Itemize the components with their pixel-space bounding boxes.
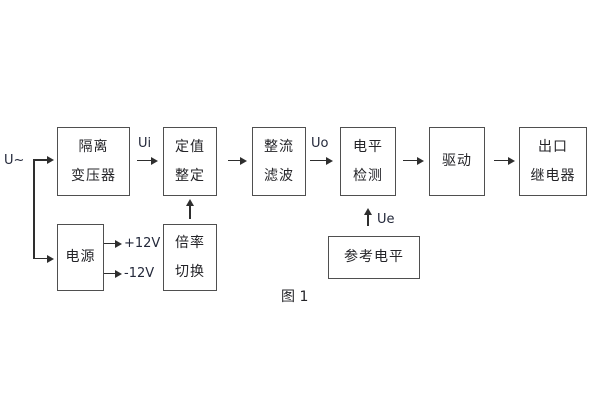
block-label-line: 变压器 <box>71 167 116 184</box>
block-label-line: 切换 <box>175 263 205 280</box>
arrowhead-neg-rail <box>115 269 122 278</box>
line-ratio-to-setting <box>189 206 191 219</box>
block-output-relay: 出口 继电器 <box>519 127 587 196</box>
block-label-line: 滤波 <box>264 167 294 184</box>
block-label-line: 电平 <box>353 138 383 155</box>
arrowhead-into-drive <box>417 156 424 165</box>
line-setting-to-rectify <box>228 159 240 162</box>
arrowhead-into-rectify-filter <box>240 156 247 165</box>
block-rectify-filter: 整流 滤波 <box>252 127 306 196</box>
signal-label-uo: Uo <box>311 136 329 151</box>
signal-label-ui: Ui <box>138 136 152 151</box>
block-value-setting: 定值 整定 <box>163 127 217 196</box>
arrowhead-into-output-relay <box>508 156 515 165</box>
line-level-to-drive <box>403 159 417 162</box>
arrowhead-into-level-detect <box>326 156 333 165</box>
source-trunk-line <box>33 159 35 259</box>
source-to-power-line <box>33 257 47 260</box>
line-power-pos-rail <box>104 242 115 245</box>
line-transformer-to-setting <box>137 159 151 162</box>
line-power-neg-rail <box>104 272 115 275</box>
block-drive: 驱动 <box>429 127 485 196</box>
line-rectify-to-level <box>310 159 326 162</box>
arrowhead-into-isolation-transformer <box>47 156 54 164</box>
signal-label-ue: Ue <box>377 212 395 227</box>
block-label-line: 整流 <box>264 138 294 155</box>
block-label-line: 整定 <box>175 167 205 184</box>
block-label-line: 参考电平 <box>344 249 404 265</box>
arrowhead-up-into-level-detect <box>364 208 372 215</box>
line-reference-to-level <box>367 215 369 226</box>
arrowhead-into-value-setting <box>151 156 158 165</box>
input-source-label: U~ <box>4 153 25 168</box>
block-reference-level: 参考电平 <box>328 236 420 279</box>
block-label-line: 继电器 <box>530 167 576 184</box>
arrowhead-into-power-supply <box>47 254 54 263</box>
rail-label-pos12v: +12V <box>124 236 161 251</box>
block-level-detect: 电平 检测 <box>340 127 396 196</box>
figure-caption: 图 1 <box>281 289 309 305</box>
block-label-line: 电源 <box>65 249 96 265</box>
arrowhead-pos-rail <box>115 239 122 248</box>
block-ratio-switch: 倍率 切换 <box>163 224 217 291</box>
block-label-line: 出口 <box>538 138 568 155</box>
block-isolation-transformer: 隔离 变压器 <box>57 127 130 196</box>
rail-label-neg12v: -12V <box>124 266 155 281</box>
block-label-line: 定值 <box>175 138 205 155</box>
block-label-line: 检测 <box>353 167 383 184</box>
source-to-transformer-line <box>33 159 47 161</box>
line-drive-to-relay <box>494 159 508 162</box>
block-power-supply: 电源 <box>57 224 104 291</box>
arrowhead-up-into-value-setting <box>186 199 194 206</box>
block-label-line: 隔离 <box>78 138 109 155</box>
block-label-line: 驱动 <box>442 153 472 169</box>
block-label-line: 倍率 <box>175 234 205 251</box>
